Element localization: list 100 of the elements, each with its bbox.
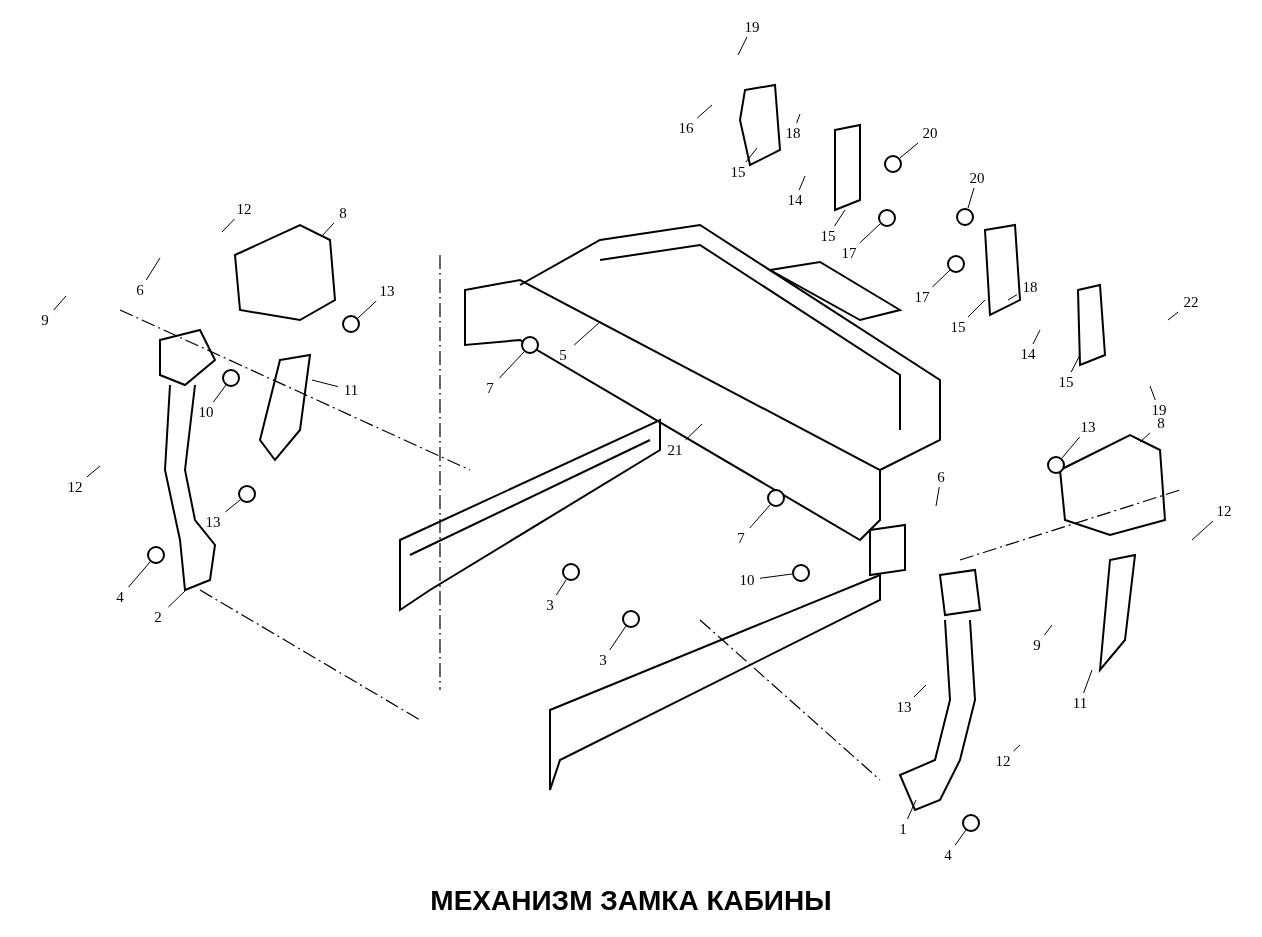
leader-line (1061, 436, 1081, 459)
callout-number: 6 (128, 281, 152, 299)
callout-number: 9 (1025, 636, 1049, 654)
leader-line (1007, 294, 1018, 301)
leader-line (53, 295, 67, 311)
nut (561, 563, 580, 582)
callout-number: 20 (965, 169, 989, 187)
leader-line (1083, 669, 1093, 694)
callout-number: 18 (781, 124, 805, 142)
leader-line (967, 187, 975, 209)
leader-line (1032, 329, 1041, 345)
callout-number: 15 (816, 227, 840, 245)
leader-line (931, 269, 951, 288)
nut (146, 546, 165, 565)
callout-number: 7 (729, 529, 753, 547)
callout-number: 11 (339, 381, 363, 399)
callout-number: 12 (232, 200, 256, 218)
leader-line (145, 257, 161, 281)
callout-number: 12 (1212, 502, 1236, 520)
callout-number: 10 (735, 571, 759, 589)
callout-number: 13 (1076, 418, 1100, 436)
leader-line (907, 799, 917, 820)
leader-line (128, 561, 151, 588)
leader-line (357, 300, 377, 319)
leader-line (745, 147, 758, 163)
leader-line (167, 589, 187, 608)
leader-line (321, 222, 335, 237)
leader-line (899, 142, 919, 159)
nut (947, 254, 966, 273)
leader-line (737, 36, 748, 56)
leader-line (684, 423, 703, 441)
callout-number: 22 (1179, 293, 1203, 311)
leader-line (221, 218, 235, 233)
diagram-title: МЕХАНИЗМ ЗАМКА КАБИНЫ (430, 885, 832, 917)
nut (884, 154, 903, 173)
nut (342, 315, 361, 334)
callout-number: 18 (1018, 278, 1042, 296)
leader-line (834, 209, 846, 227)
callout-number: 5 (551, 346, 575, 364)
leader-line (1044, 624, 1053, 636)
callout-number: 6 (929, 468, 953, 486)
callout-number: 13 (201, 513, 225, 531)
nut (877, 208, 896, 227)
nut (766, 489, 785, 508)
callout-number: 17 (837, 244, 861, 262)
callout-number: 14 (783, 191, 807, 209)
nut (622, 609, 641, 628)
callout-number: 7 (478, 379, 502, 397)
callout-number: 11 (1068, 694, 1092, 712)
leader-line (749, 504, 771, 529)
callout-number: 4 (936, 846, 960, 864)
callout-number: 13 (375, 282, 399, 300)
nut (956, 207, 975, 226)
nut (791, 563, 810, 582)
leader-line (224, 499, 241, 513)
leader-line (796, 113, 801, 124)
callout-number: 15 (726, 163, 750, 181)
leader-line (498, 351, 525, 379)
nut (1047, 455, 1066, 474)
leader-line (759, 573, 793, 579)
leader-line (1070, 354, 1081, 373)
callout-number: 20 (918, 124, 942, 142)
leader-line (798, 175, 806, 191)
callout-number: 4 (108, 588, 132, 606)
leader-line (935, 486, 940, 507)
callout-number: 16 (674, 119, 698, 137)
leader-line (1013, 744, 1021, 752)
callout-number: 15 (946, 318, 970, 336)
callout-number: 3 (591, 651, 615, 669)
nut (962, 813, 981, 832)
leader-line (311, 379, 339, 388)
leader-line (1149, 385, 1156, 401)
leader-line (696, 104, 713, 119)
leader-line (859, 223, 881, 244)
leader-line (609, 625, 627, 651)
leader-line (555, 579, 567, 596)
callout-number: 3 (538, 596, 562, 614)
leader-line (1139, 432, 1151, 443)
leader-line (573, 321, 601, 346)
callout-number: 13 (892, 698, 916, 716)
callout-number: 1 (891, 820, 915, 838)
leader-line (1167, 311, 1179, 321)
nut (521, 336, 540, 355)
callout-number: 10 (194, 403, 218, 421)
callout-number: 15 (1054, 373, 1078, 391)
callout-number: 21 (663, 441, 687, 459)
callout-number: 12 (63, 478, 87, 496)
leader-line (967, 299, 986, 318)
callout-number: 9 (33, 311, 57, 329)
leader-line (86, 465, 101, 478)
nut (237, 485, 256, 504)
leader-line (1191, 520, 1214, 541)
leader-line (954, 829, 967, 846)
callout-number: 17 (910, 288, 934, 306)
callout-number: 12 (991, 752, 1015, 770)
callout-number: 19 (740, 18, 764, 36)
callout-number: 2 (146, 608, 170, 626)
nut (222, 368, 241, 387)
callout-number: 14 (1016, 345, 1040, 363)
leader-line (913, 684, 927, 698)
